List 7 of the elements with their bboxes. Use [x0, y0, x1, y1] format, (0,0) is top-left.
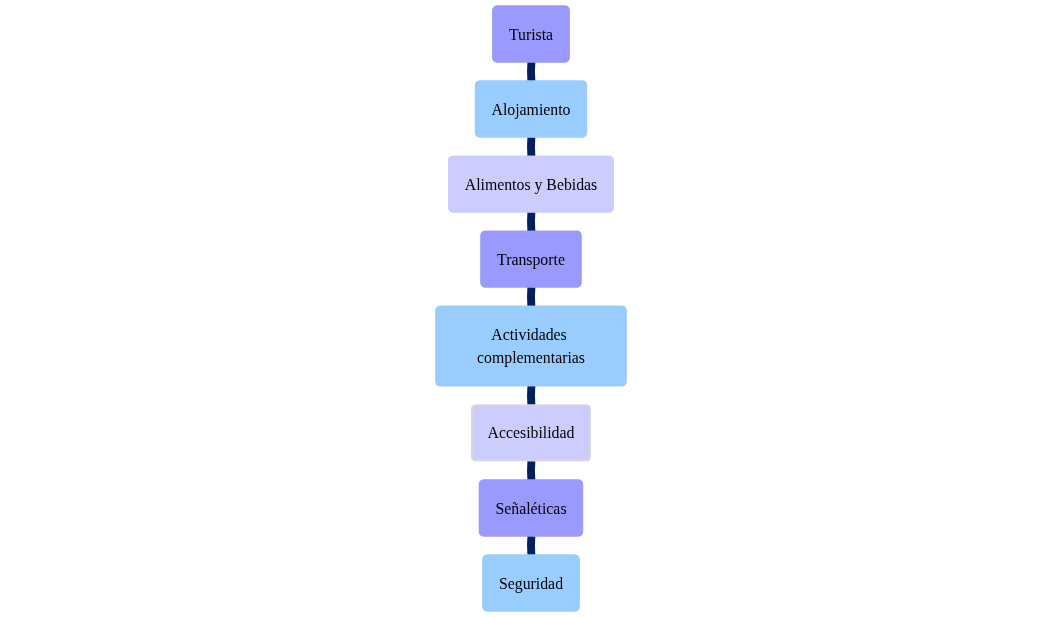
connector — [526, 460, 535, 481]
connector — [526, 211, 535, 233]
connector — [526, 535, 535, 556]
connector — [526, 61, 535, 82]
connector — [526, 136, 535, 157]
connector — [526, 385, 535, 406]
connector — [526, 287, 535, 308]
